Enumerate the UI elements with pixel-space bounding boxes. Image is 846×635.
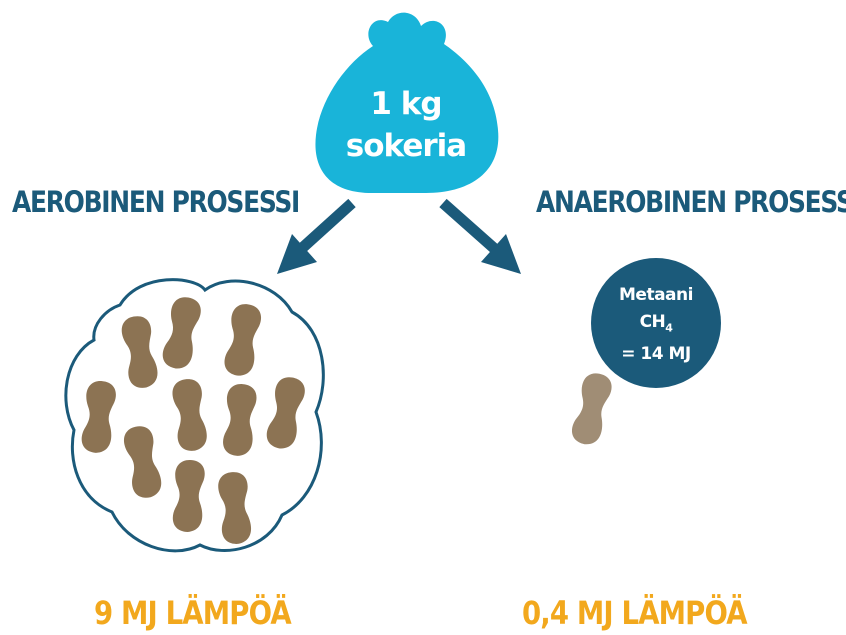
microbe-2: [121, 316, 158, 388]
microbe-group: [81, 297, 305, 544]
microbe-3: [224, 304, 262, 376]
methane-label: Metaani CH4 = 14 MJ: [596, 282, 716, 368]
arrow-left-icon: [277, 198, 356, 274]
microbe-7: [266, 377, 305, 449]
methane-group: [572, 258, 721, 445]
aerobic-heat-label: 9 MJ LÄMPÖÄ: [94, 594, 292, 632]
sugar-bag-label: 1 kg sokeria: [326, 83, 486, 167]
microbe-6: [223, 384, 257, 456]
aerobic-process-label: AEROBINEN PROSESSI: [12, 185, 300, 219]
anaerobic-process-label: ANAEROBINEN PROSESSI: [536, 185, 846, 219]
anaerobic-microbe: [572, 373, 612, 445]
arrow-right-icon: [439, 198, 521, 274]
anaerobic-heat-label: 0,4 MJ LÄMPÖÄ: [522, 594, 748, 632]
methane-formula: CH4: [639, 312, 673, 335]
aerobic-cloud-outline: [64, 278, 325, 553]
methane-name: Metaani: [619, 285, 693, 305]
microbe-5: [172, 379, 207, 451]
microbe-9: [172, 460, 205, 532]
sugar-name: sokeria: [345, 128, 467, 164]
sugar-amount: 1 kg: [370, 86, 442, 122]
methane-bubble: [591, 258, 721, 388]
microbe-10: [218, 472, 251, 544]
sugar-bag-icon: [315, 12, 499, 193]
methane-energy: = 14 MJ: [621, 344, 691, 365]
microbe-1: [162, 297, 201, 369]
microbe-4: [81, 381, 116, 453]
microbe-8: [123, 426, 162, 498]
